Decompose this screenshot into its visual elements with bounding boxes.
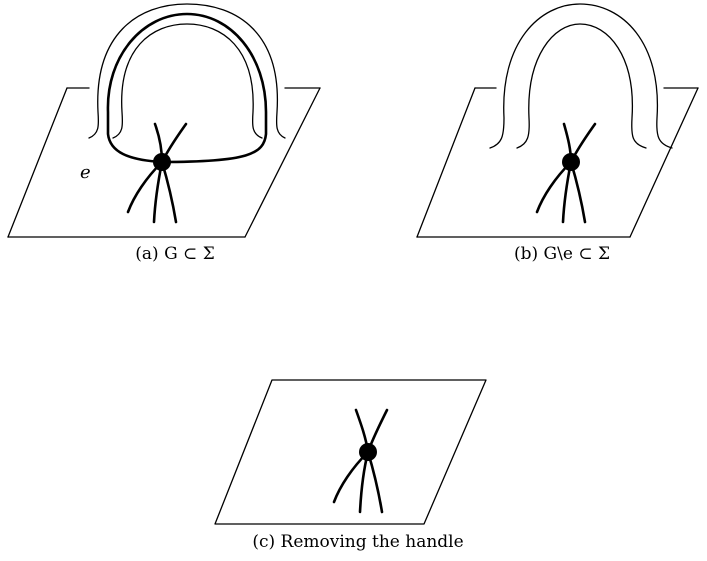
panel-c: (c) Removing the handle: [214, 379, 487, 552]
graph-edges-b: [535, 122, 597, 224]
vertex-b: [562, 153, 580, 171]
graph-edges-c: [332, 408, 389, 514]
edge-label-e: e: [80, 162, 91, 183]
edge-e-loop: [106, 12, 268, 164]
graph-edges-a: [126, 122, 188, 224]
panel-b: (b) G\e ⊂ Σ: [416, 3, 699, 264]
caption-c: (c) Removing the handle: [252, 532, 463, 552]
caption-a: (a) G ⊂ Σ: [135, 244, 214, 264]
vertex-c: [359, 443, 377, 461]
vertex-a: [153, 153, 171, 171]
surface-plane-b: [416, 87, 699, 238]
handle-b: [489, 3, 673, 149]
handle-a: [88, 3, 286, 139]
caption-b: (b) G\e ⊂ Σ: [514, 244, 610, 264]
surface-plane-a: [7, 87, 321, 238]
panel-a: e (a) G ⊂ Σ: [7, 3, 321, 264]
surface-plane-c: [214, 379, 487, 525]
